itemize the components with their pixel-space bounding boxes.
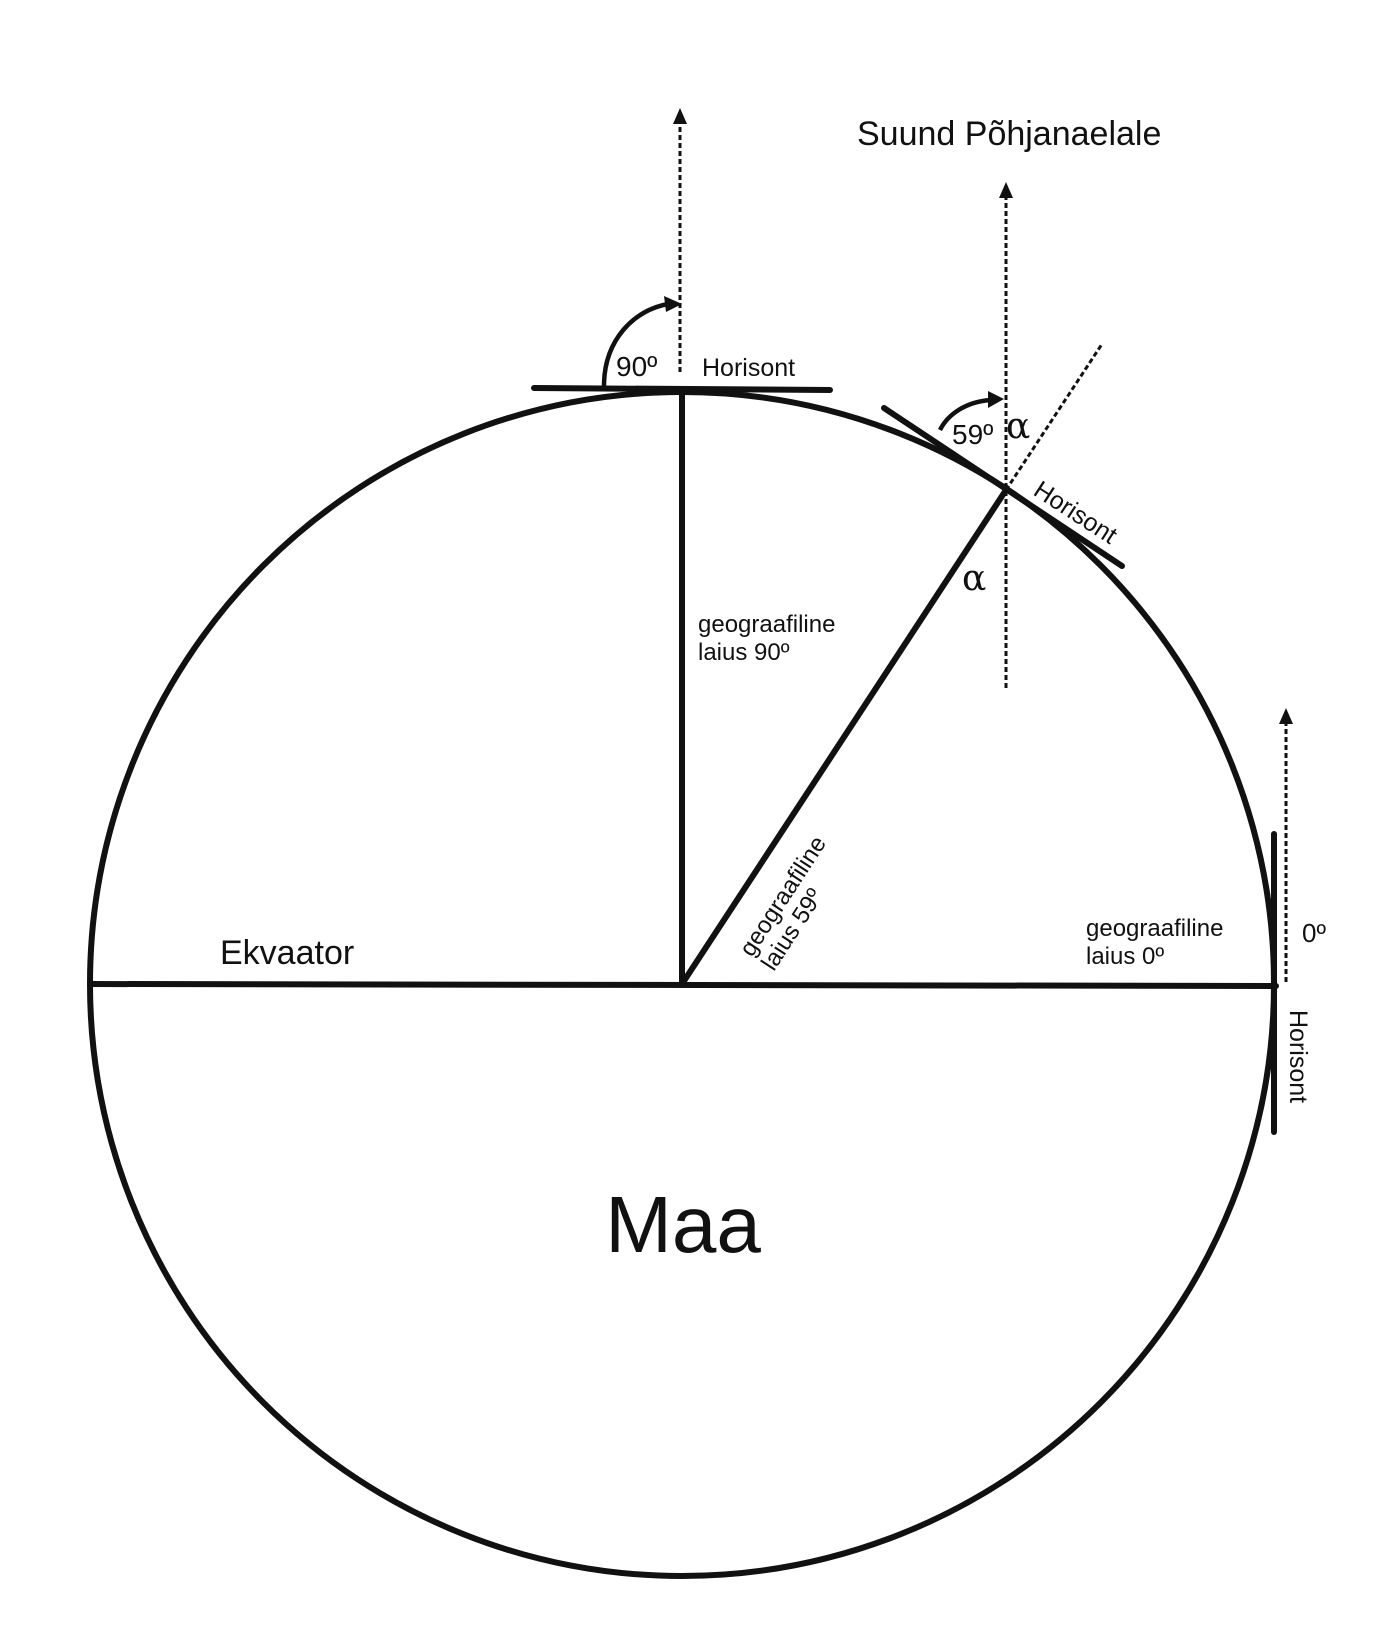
horizon-label-equator: Horisont bbox=[1284, 1010, 1312, 1103]
horizon-59 bbox=[881, 405, 1125, 569]
alpha-symbol-upper: α bbox=[1006, 406, 1030, 447]
alpha-symbol-lower: α bbox=[962, 558, 986, 599]
earth-label: Maa bbox=[605, 1180, 761, 1269]
equator-label: Ekvaator bbox=[220, 934, 354, 972]
angle-label-59: 59º bbox=[952, 419, 993, 450]
angle-arc-59-head bbox=[988, 391, 1004, 408]
latitude-label-0-line1: geograafiline bbox=[1086, 915, 1223, 942]
latitude-label-90-line2: laius 90º bbox=[698, 639, 790, 666]
diagram-title: Suund Põhjanaelale bbox=[857, 115, 1161, 153]
latitude-label-90-line1: geograafiline bbox=[698, 611, 835, 638]
angle-arc-59 bbox=[937, 397, 991, 432]
angle-label-0: 0º bbox=[1302, 918, 1326, 948]
latitude-label-0-line2: laius 0º bbox=[1086, 943, 1164, 970]
arrowhead-equator bbox=[1279, 708, 1293, 724]
angle-arc-90-head bbox=[664, 296, 682, 312]
radius-extension-59 bbox=[1004, 343, 1104, 491]
latitude-label-59: geograafiline laius 59º bbox=[734, 831, 831, 975]
radius-59 bbox=[679, 487, 1009, 987]
arrowhead-pole bbox=[673, 108, 687, 124]
horizon-pole bbox=[531, 385, 833, 393]
horizon-label-pole: Horisont bbox=[702, 354, 795, 382]
angle-arc-90 bbox=[601, 301, 669, 387]
angle-label-90: 90º bbox=[616, 351, 657, 382]
arrowhead-59 bbox=[999, 182, 1013, 198]
